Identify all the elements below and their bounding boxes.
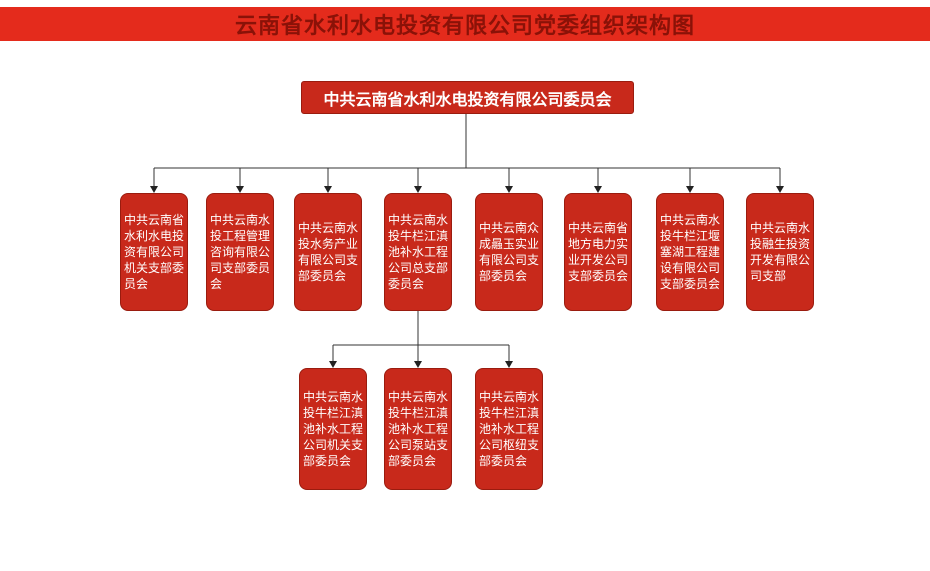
org-node-niulanjiang-bengzhan: 中共云南水投牛栏江滇池补水工程公司泵站支部委员会 <box>384 368 452 490</box>
org-node-gongcheng-guanli: 中共云南水投工程管理咨询有限公司支部委员会 <box>206 193 274 311</box>
org-node-label: 中共云南水投工程管理咨询有限公司支部委员会 <box>210 213 271 291</box>
org-node-label: 中共云南水投牛栏江滇池补水工程公司机关支部委员会 <box>303 390 364 468</box>
org-node-niulanjiang-shuniu: 中共云南水投牛栏江滇池补水工程公司枢纽支部委员会 <box>475 368 543 490</box>
org-node-shuiwu-chanye: 中共云南水投水务产业有限公司支部委员会 <box>294 193 362 311</box>
org-node-yansaihu-gongcheng: 中共云南水投牛栏江堰塞湖工程建设有限公司支部委员会 <box>656 193 724 311</box>
org-node-niulanjiang-zongzhibu: 中共云南水投牛栏江滇池补水工程公司总支部委员会 <box>384 193 452 311</box>
org-node-label: 中共云南众成曧玉实业有限公司支部委员会 <box>479 221 540 283</box>
title-banner: 云南省水利水电投资有限公司党委组织架构图 <box>0 7 930 41</box>
org-node-root: 中共云南省水利水电投资有限公司委员会 <box>301 81 634 114</box>
org-node-label: 中共云南水投牛栏江滇池补水工程公司泵站支部委员会 <box>388 390 449 468</box>
page-title: 云南省水利水电投资有限公司党委组织架构图 <box>234 13 695 38</box>
org-node-niulanjiang-jiguan: 中共云南水投牛栏江滇池补水工程公司机关支部委员会 <box>299 368 367 490</box>
org-node-zhongcheng-shiye: 中共云南众成曧玉实业有限公司支部委员会 <box>475 193 543 311</box>
org-node-label: 中共云南水投融生投资开发有限公司支部 <box>750 221 811 283</box>
org-node-rongsheng-touzi: 中共云南水投融生投资开发有限公司支部 <box>746 193 814 311</box>
org-node-label: 中共云南水投牛栏江滇池补水工程公司枢纽支部委员会 <box>479 390 540 468</box>
org-node-difang-dianli: 中共云南省地方电力实业开发公司支部委员会 <box>564 193 632 311</box>
org-node-root-label: 中共云南省水利水电投资有限公司委员会 <box>323 91 612 109</box>
org-node-jiguan-zhibu: 中共云南省水利水电投资有限公司机关支部委员会 <box>120 193 188 311</box>
org-node-label: 中共云南水投牛栏江堰塞湖工程建设有限公司支部委员会 <box>660 213 721 291</box>
org-node-label: 中共云南水投牛栏江滇池补水工程公司总支部委员会 <box>388 213 449 291</box>
org-node-label: 中共云南水投水务产业有限公司支部委员会 <box>298 221 359 283</box>
org-node-label: 中共云南省水利水电投资有限公司机关支部委员会 <box>124 213 185 291</box>
org-node-label: 中共云南省地方电力实业开发公司支部委员会 <box>568 221 629 283</box>
